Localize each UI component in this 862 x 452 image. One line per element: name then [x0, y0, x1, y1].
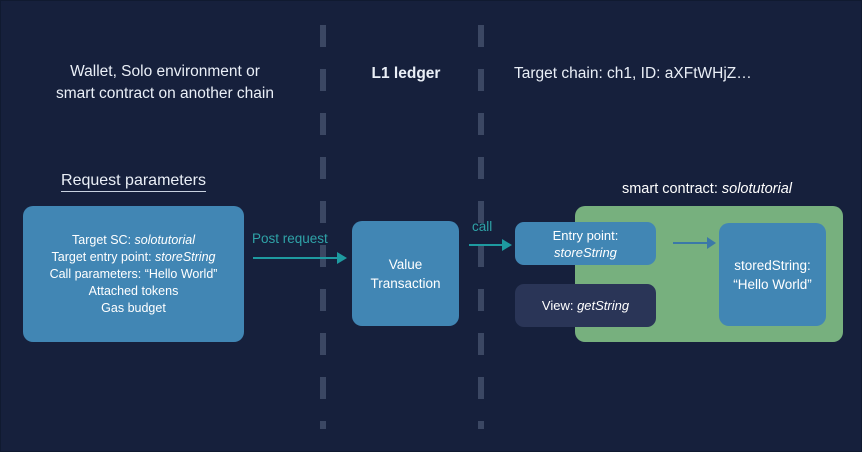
arrow-store-line: [673, 242, 711, 244]
stored-string-card: storedString:“Hello World”: [719, 223, 826, 326]
arrow-post-request-head: [337, 252, 347, 264]
arrow-store-head: [707, 237, 716, 249]
view-card: View: getString: [515, 284, 656, 327]
lane-divider-right: [478, 25, 484, 429]
lane-divider-left: [320, 25, 326, 429]
request-parameters-title-text: Request parameters: [61, 172, 206, 192]
arrow-call-head: [502, 239, 512, 251]
request-parameters-title: Request parameters: [23, 172, 244, 192]
view-text: View: getString: [541, 297, 630, 313]
arrow-label-post-request: Post request: [252, 231, 328, 246]
arrow-label-call: call: [472, 219, 493, 234]
lane-heading-l1-ledger: L1 ledger: [371, 65, 441, 82]
stored-string-text: storedString:“Hello World”: [733, 257, 812, 292]
arrow-call-line: [469, 244, 505, 246]
lane-heading-target-chain: Target chain: ch1, ID: aXFtWHjZ…: [514, 65, 752, 82]
smart-contract-panel-label: smart contract: solotutorial: [621, 181, 793, 197]
entry-point-text: Entry point:storeString: [552, 227, 619, 260]
arrow-post-request-line: [253, 257, 339, 259]
entry-point-card: Entry point:storeString: [515, 222, 656, 265]
